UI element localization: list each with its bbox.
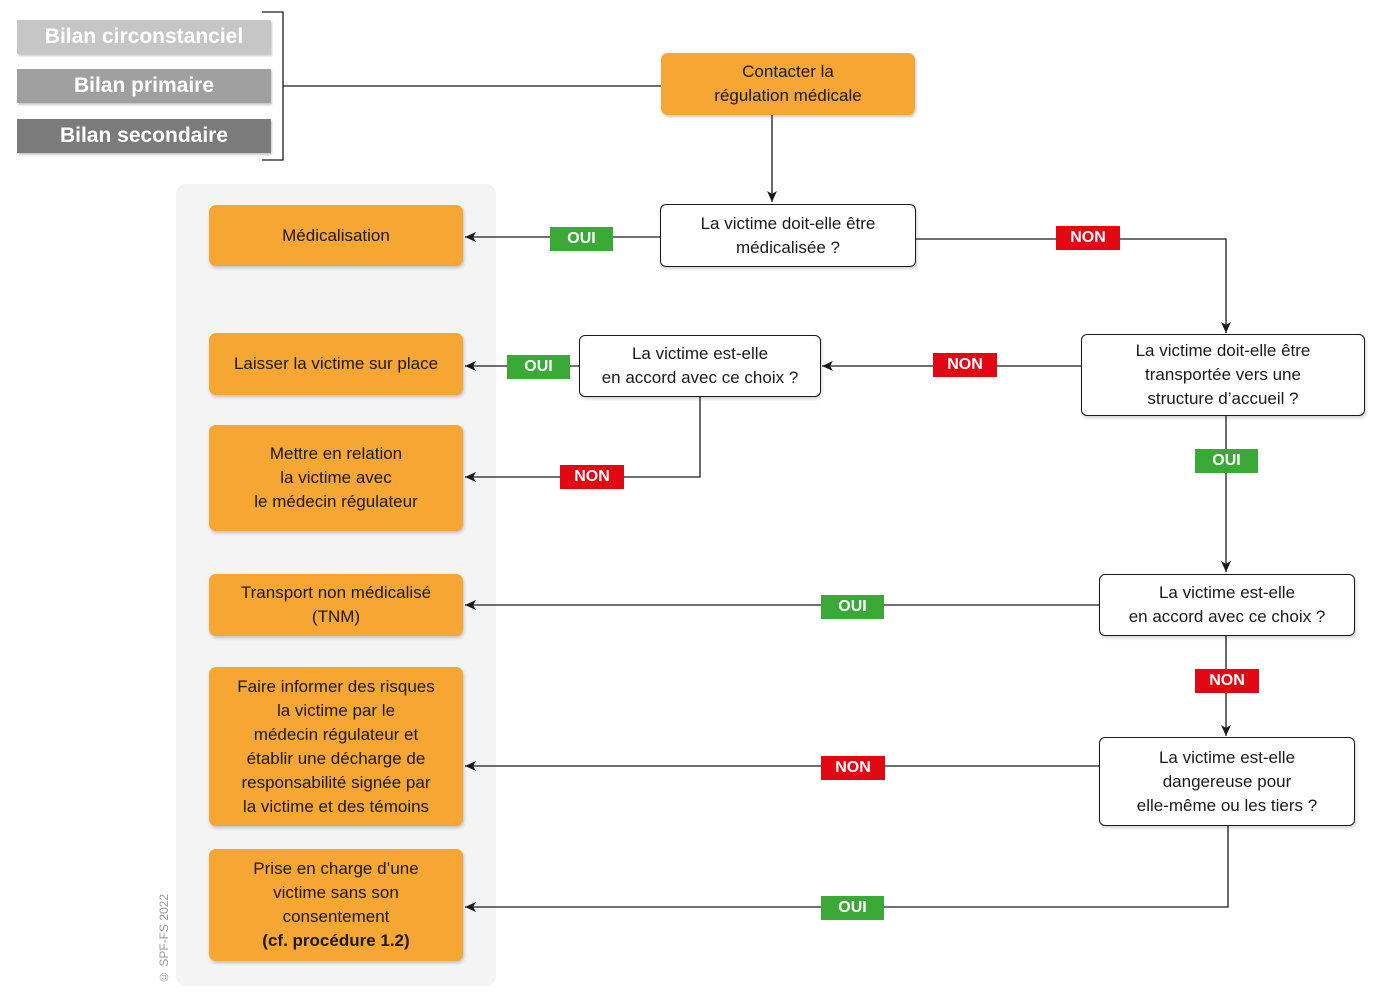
label-oui-transport: OUI	[1195, 449, 1258, 473]
label-non-transport: NON	[933, 353, 997, 377]
edge-accord1-to-relation	[465, 397, 701, 482]
label-non-dangereuse: NON	[821, 756, 885, 780]
label-non-accord: NON	[1195, 669, 1259, 693]
label-oui-tnm: OUI	[821, 595, 884, 619]
outcome-medicalisation: Médicalisation	[209, 205, 463, 266]
procedure-reference: (cf. procédure 1.2)	[262, 931, 410, 950]
label-oui-medicalisation: OUI	[550, 227, 613, 251]
label-oui-laisser: OUI	[507, 355, 570, 379]
bilan-primaire: Bilan primaire	[17, 69, 271, 103]
edge-dangereuse-to-prise	[465, 826, 1229, 912]
copyright-credit: © SPF-FS 2022	[157, 893, 171, 984]
edge-medicalisee-to-transport	[916, 238, 1231, 333]
outcome-transport-non-medicalise: Transport non médicalisé(TNM)	[209, 574, 463, 636]
label-oui-prise-en-charge: OUI	[821, 896, 884, 920]
label-non-relation: NON	[560, 465, 624, 489]
bilan-secondaire: Bilan secondaire	[17, 119, 271, 153]
label-non-medicalisee: NON	[1056, 226, 1120, 250]
bilan-circonstanciel: Bilan circonstanciel	[17, 20, 271, 54]
outcome-laisser-sur-place: Laisser la victime sur place	[209, 333, 463, 395]
